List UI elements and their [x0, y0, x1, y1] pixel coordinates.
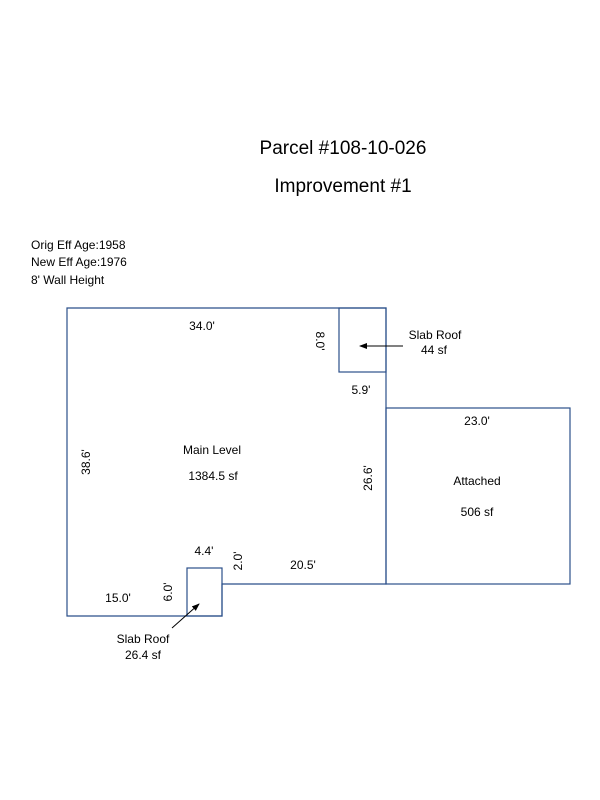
dim-top: 34.0': [189, 319, 215, 333]
slab-roof-bottom-label: Slab Roof: [117, 632, 170, 646]
dim-slab-bottom-offset: 2.0': [231, 552, 245, 571]
dim-lower-right: 20.5': [290, 558, 316, 572]
main-level-outline: [66, 307, 387, 617]
parcel-title: Parcel #108-10-026: [259, 138, 427, 159]
wall-height: 8' Wall Height: [31, 273, 105, 287]
slab-roof-top-area: 44 sf: [421, 343, 448, 357]
main-level-label: Main Level: [183, 443, 241, 457]
dim-slab-bottom-width: 4.4': [195, 544, 214, 558]
main-level-area: 1384.5 sf: [188, 469, 238, 483]
attached-area: 506 sf: [461, 505, 494, 519]
dim-attached-top: 23.0': [464, 414, 490, 428]
dim-bottom-left: 15.0': [105, 591, 131, 605]
dim-left: 38.6': [79, 449, 93, 475]
new-eff-age: New Eff Age:1976: [31, 255, 127, 269]
slab-roof-top-outline: [338, 307, 387, 373]
dim-step: 5.9': [352, 383, 371, 397]
dim-slab-bottom-height: 6.0': [161, 583, 175, 602]
slab-roof-top-label: Slab Roof: [409, 328, 462, 342]
dim-inner-vertical: 26.6': [361, 465, 375, 491]
attached-outline: [385, 407, 571, 585]
orig-eff-age: Orig Eff Age:1958: [31, 238, 126, 252]
slab-roof-bottom-area: 26.4 sf: [125, 648, 162, 662]
attached-label: Attached: [453, 474, 500, 488]
dim-slab-top-side: 8.0': [313, 332, 327, 351]
slab-roof-bottom-outline: [186, 567, 223, 617]
improvement-title: Improvement #1: [274, 176, 412, 197]
slab-roof-bottom-arrow: [171, 603, 200, 629]
